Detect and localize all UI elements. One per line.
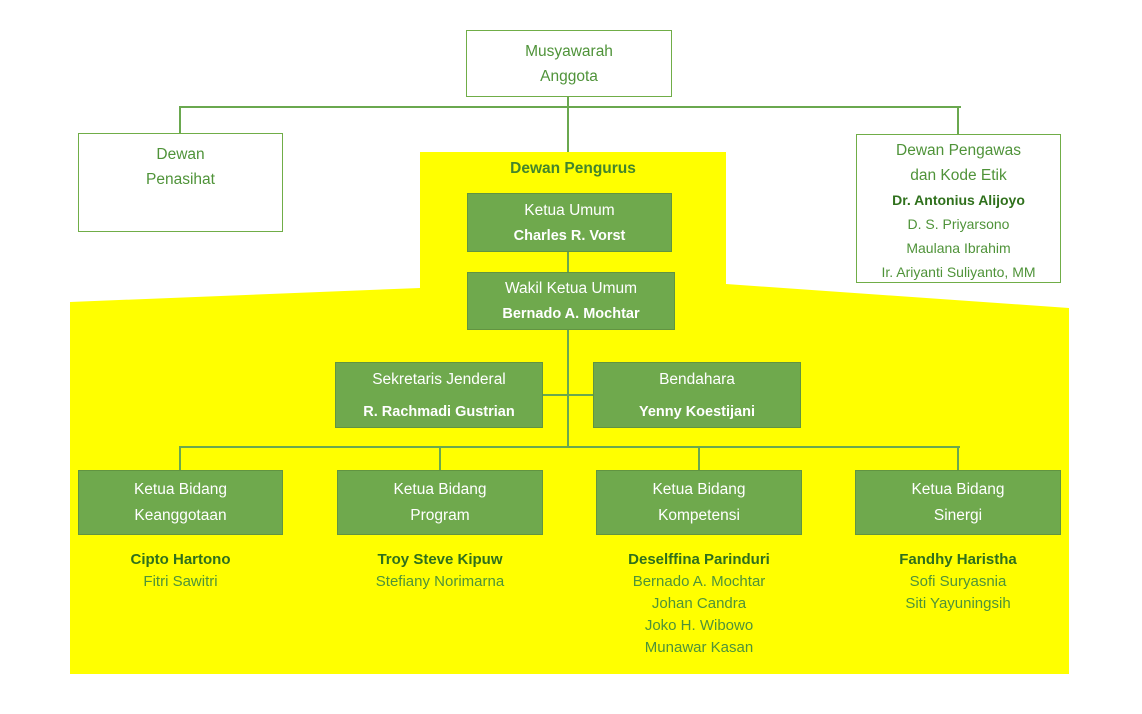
bidang-program-lead-name: Troy Steve Kipuw (377, 551, 503, 568)
connector-center-vertical (567, 330, 569, 448)
bidang-sinergi-member-name: Siti Yayuningsih (905, 595, 1011, 612)
pengawas-member-name: Ir. Ariyanti Suliyanto, MM (881, 264, 1036, 280)
bidang-program-role-line1: Ketua Bidang (393, 480, 487, 498)
bidang-sinergi-members: Fandhy Haristha Sofi Suryasnia Siti Yayu… (855, 549, 1061, 615)
musyawarah-anggota-label-line1: Musyawarah (525, 42, 613, 60)
connector-bidang-2-stub (439, 446, 441, 470)
bidang-keanggotaan-role-line1: Ketua Bidang (133, 480, 228, 498)
bidang-sinergi-member-name: Sofi Suryasnia (909, 573, 1007, 590)
bidang-keanggotaan-members: Cipto Hartono Fitri Sawitri (78, 549, 283, 593)
dewan-pengawas-heading-line1: Dewan Pengawas (896, 142, 1021, 159)
pengawas-member-name: Dr. Antonius Alijoyo (892, 192, 1025, 208)
bidang-kompetensi-members: Deselffina Parinduri Bernado A. Mochtar … (596, 549, 802, 659)
connector-ketua-wakil (567, 252, 569, 272)
connector-penasihat-stub (179, 106, 181, 133)
bidang-keanggotaan-role-line2: Keanggotaan (134, 506, 227, 524)
sekretaris-jenderal-box: Sekretaris Jenderal R. Rachmadi Gustrian (335, 362, 543, 428)
bidang-program-role-line2: Program (410, 506, 470, 524)
musyawarah-anggota-label-line2: Anggota (540, 67, 598, 85)
musyawarah-anggota-box: Musyawarah Anggota (466, 30, 672, 97)
ketua-bidang-keanggotaan-box: Ketua Bidang Keanggotaan (78, 470, 283, 535)
sekretaris-jenderal-role-label: Sekretaris Jenderal (372, 370, 506, 388)
dewan-penasihat-label-line2: Penasihat (146, 171, 215, 188)
bendahara-role-label: Bendahara (659, 370, 735, 388)
dewan-penasihat-label-line1: Dewan (156, 146, 205, 163)
bidang-kompetensi-lead-name: Deselffina Parinduri (628, 551, 770, 568)
wakil-ketua-umum-role-label: Wakil Ketua Umum (504, 280, 638, 297)
dewan-pengawas-box: Dewan Pengawas dan Kode Etik Dr. Antoniu… (856, 134, 1061, 283)
bidang-kompetensi-role-line1: Ketua Bidang (652, 480, 746, 498)
dewan-penasihat-box: Dewan Penasihat (78, 133, 283, 232)
bidang-sinergi-lead-name: Fandhy Haristha (899, 551, 1017, 568)
bidang-program-members: Troy Steve Kipuw Stefiany Norimarna (337, 549, 543, 593)
bidang-kompetensi-member-name: Munawar Kasan (644, 639, 754, 656)
connector-bidang-3-stub (698, 446, 700, 470)
bendahara-holder-name: Yenny Koestijani (638, 403, 756, 420)
connector-sekjen-bendahara (543, 394, 593, 396)
ketua-umum-holder-name: Charles R. Vorst (513, 227, 626, 244)
pengawas-member-name: D. S. Priyarsono (907, 216, 1010, 232)
ketua-bidang-program-box: Ketua Bidang Program (337, 470, 543, 535)
connector-bidang-1-stub (179, 446, 181, 470)
dewan-pengurus-title: Dewan Pengurus (510, 160, 636, 177)
bidang-sinergi-role-line1: Ketua Bidang (911, 480, 1005, 498)
wakil-ketua-umum-box: Wakil Ketua Umum Bernado A. Mochtar (467, 272, 675, 330)
connector-bidang-horizontal (179, 446, 960, 448)
bidang-kompetensi-member-name: Johan Candra (651, 595, 747, 612)
dewan-pengawas-heading-line2: dan Kode Etik (910, 167, 1007, 184)
bidang-keanggotaan-member-name: Fitri Sawitri (143, 573, 218, 590)
pengawas-member-name: Maulana Ibrahim (906, 240, 1011, 256)
ketua-umum-role-label: Ketua Umum (524, 201, 615, 219)
bidang-kompetensi-role-line2: Kompetensi (658, 506, 740, 524)
connector-pengawas-stub (957, 106, 959, 134)
sekretaris-jenderal-holder-name: R. Rachmadi Gustrian (363, 403, 515, 420)
connector-bidang-4-stub (957, 446, 959, 470)
connector-musyawarah-down (567, 96, 569, 152)
bidang-kompetensi-member-name: Joko H. Wibowo (644, 617, 754, 634)
wakil-ketua-umum-holder-name: Bernado A. Mochtar (502, 306, 640, 322)
connector-top-horizontal (179, 106, 961, 108)
bidang-keanggotaan-lead-name: Cipto Hartono (130, 551, 231, 568)
bidang-sinergi-role-line2: Sinergi (933, 506, 983, 524)
ketua-bidang-sinergi-box: Ketua Bidang Sinergi (855, 470, 1061, 535)
bidang-kompetensi-member-name: Bernado A. Mochtar (632, 573, 766, 590)
bidang-program-member-name: Stefiany Norimarna (375, 573, 505, 590)
ketua-bidang-kompetensi-box: Ketua Bidang Kompetensi (596, 470, 802, 535)
ketua-umum-box: Ketua Umum Charles R. Vorst (467, 193, 672, 252)
bendahara-box: Bendahara Yenny Koestijani (593, 362, 801, 428)
